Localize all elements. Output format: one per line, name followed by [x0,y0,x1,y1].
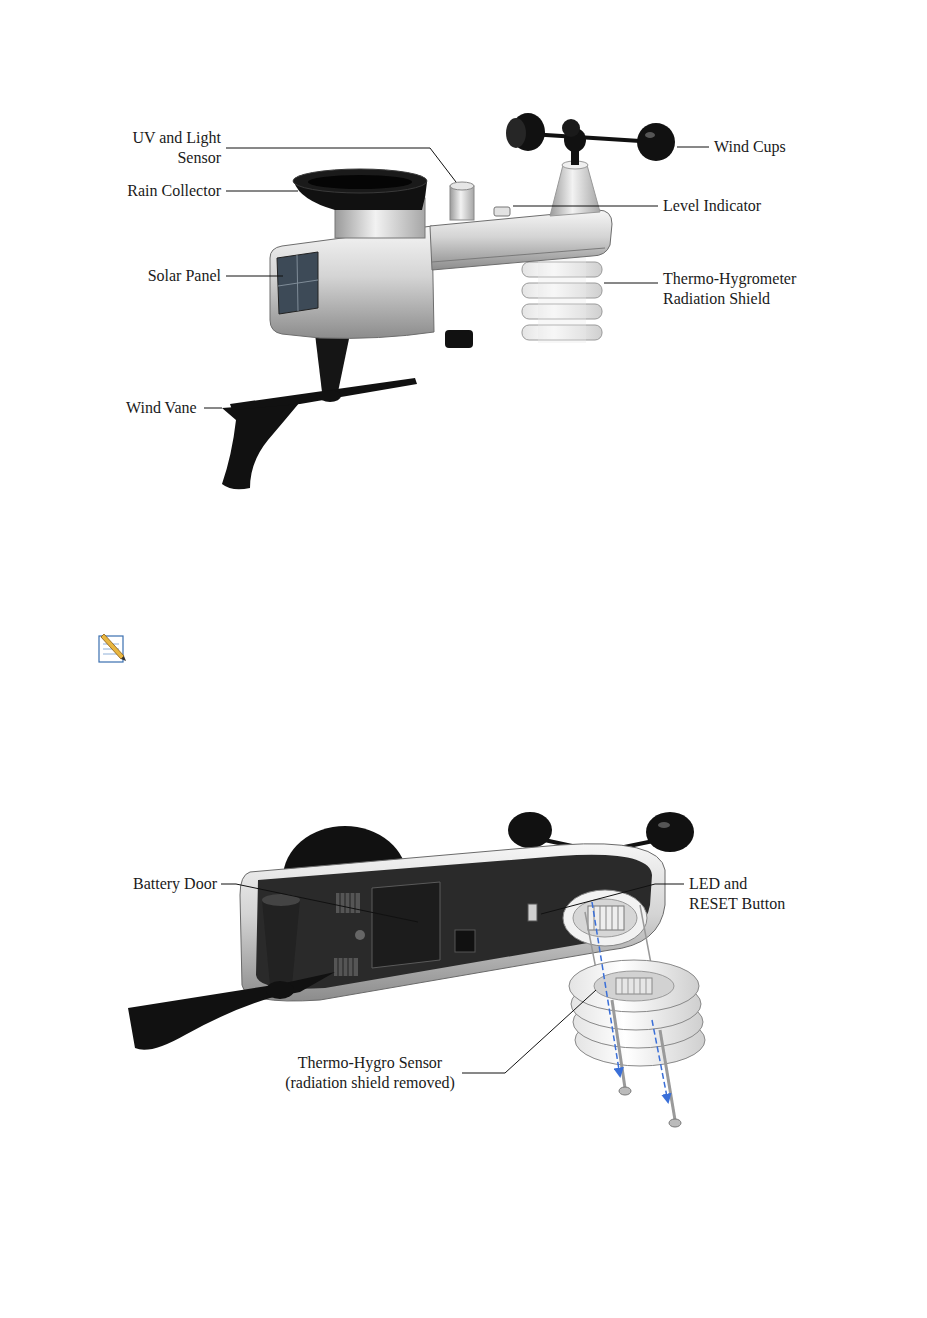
wind-cups [508,812,552,848]
radiation-shield [622,978,646,994]
assembly-arrow [652,1020,668,1102]
leader-line [226,276,283,277]
note-icon [99,634,126,662]
led-reset-button [528,904,537,921]
assembly-arrow [592,902,620,1076]
part-label: UV and Light Sensor [111,128,221,168]
radiation-shield [538,255,586,343]
solar-panel [278,255,318,311]
leader-line [677,147,709,148]
leader-line [204,408,222,409]
thermo-hygro-sensor [573,899,637,937]
thermo-hygro-sensor [594,906,618,930]
note-icon [101,634,124,659]
wind-vane [319,390,341,402]
leader-line [604,283,658,284]
solar-panel [277,252,318,314]
rain-collector [293,169,427,238]
housing [340,893,355,913]
wind-vane [128,894,335,1050]
wind-vane [222,334,417,489]
part-label: Rain Collector [21,181,221,201]
solar-panel [277,252,318,314]
rain-collector [308,175,412,189]
part-label: Thermo-Hygrometer Radiation Shield [663,269,813,309]
part-label: Wind Cups [714,137,786,157]
screw [669,1119,681,1127]
rain-collector [293,169,427,193]
thermo-hygro-sensor [563,890,647,946]
radiation-shield [569,960,699,1012]
housing [334,958,358,976]
wind-vane [230,378,417,410]
screw [619,1087,631,1095]
level-indicator [494,207,510,216]
leader-line [221,884,418,922]
wind-cups [645,132,655,138]
leader-line [226,191,298,192]
battery-door [372,882,440,968]
screw [612,1000,681,1127]
uv-light-sensor [450,182,474,190]
housing [270,226,434,338]
uv-light-sensor [450,186,474,220]
note-icon [121,656,126,661]
battery-door [372,882,440,968]
note-icon [99,636,123,662]
led-reset-button [528,904,537,921]
housing [432,248,605,262]
radiation-shield [569,905,705,1066]
uv-light-sensor [450,182,474,220]
wind-cups [506,113,675,216]
wind-vane [266,981,294,999]
part-label: Thermo-Hygro Sensor (radiation shield re… [282,1053,458,1093]
leader-line [204,147,709,408]
thermo-hygro-sensor [563,890,647,946]
leader-line [541,884,684,914]
housing [445,330,473,348]
part-label: LED and RESET Button [689,874,793,914]
wind-vane [222,402,300,489]
wind-cups [646,812,694,852]
wind-cups [562,119,580,137]
wind-vane [262,900,300,985]
leader-line [513,206,658,207]
leader-line [462,990,596,1073]
part-label: Solar Panel [21,266,221,286]
housing [338,958,353,976]
thermo-hygro-sensor [588,906,624,930]
leader-line [221,884,684,1073]
screw [612,1000,625,1088]
part-label: Wind Vane [126,398,197,418]
wind-cups [637,123,675,161]
wind-vane [128,972,335,1050]
wind-cups [658,822,670,828]
housing [355,930,365,940]
part-label: Battery Door [133,874,217,894]
assembly-arrow [592,902,668,1102]
wind-cups [506,118,526,148]
housing [336,893,360,913]
housing [270,210,612,348]
housing [455,930,475,952]
radiation-shield [522,255,602,343]
level-indicator [494,207,510,216]
wind-vane [315,334,350,392]
wind-cups [550,165,600,216]
radiation-shield [616,978,652,994]
part-label: Level Indicator [663,196,761,216]
leader-line [226,148,456,182]
